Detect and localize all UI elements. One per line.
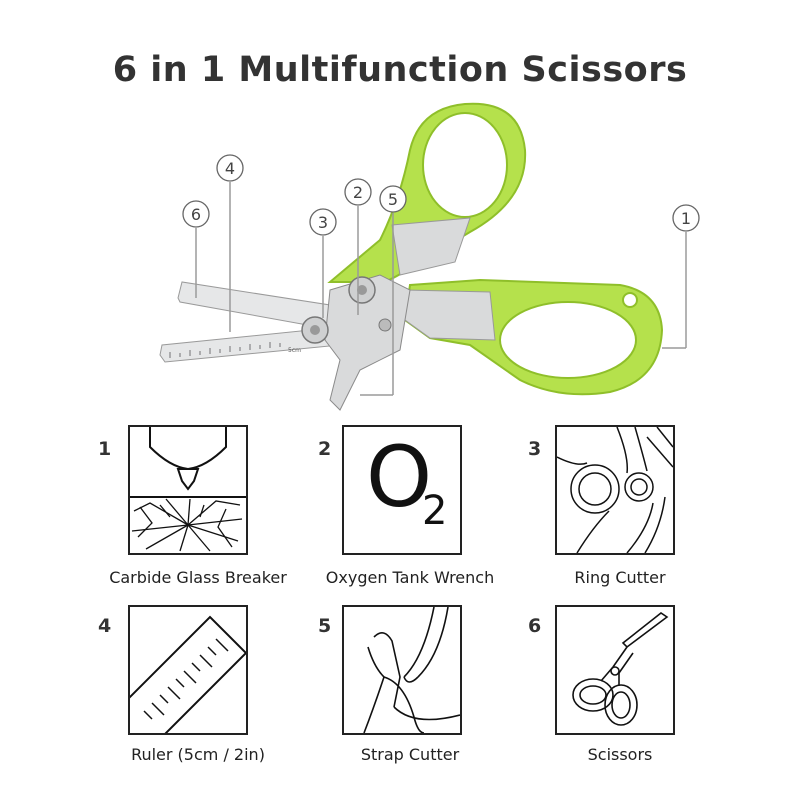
feature-label-1: Carbide Glass Breaker bbox=[109, 568, 287, 587]
o2-letter: O bbox=[366, 428, 433, 526]
callout-lines bbox=[195, 182, 687, 396]
svg-text:2: 2 bbox=[353, 183, 363, 202]
glass-breaker-icon bbox=[128, 425, 248, 555]
ruler-icon bbox=[128, 605, 248, 735]
feature-number-3: 3 bbox=[528, 438, 542, 460]
callout-1: 1 bbox=[672, 204, 700, 232]
ruler-unit-label: 5cm bbox=[288, 347, 301, 354]
callout-3: 3 bbox=[309, 208, 337, 236]
svg-text:1: 1 bbox=[681, 209, 691, 228]
callout-2: 2 bbox=[344, 178, 372, 206]
svg-text:4: 4 bbox=[225, 159, 235, 178]
feature-number-5: 5 bbox=[318, 615, 332, 637]
svg-text:5: 5 bbox=[388, 190, 398, 209]
feature-label-3: Ring Cutter bbox=[574, 568, 666, 587]
callout-4: 4 bbox=[216, 154, 244, 182]
feature-label-4: Ruler (5cm / 2in) bbox=[131, 745, 265, 764]
strap-cutter-icon bbox=[342, 605, 462, 735]
svg-text:3: 3 bbox=[318, 213, 328, 232]
o2-subscript: 2 bbox=[422, 488, 448, 534]
o2-icon: O 2 bbox=[342, 425, 462, 555]
scissors-product-image: 5cm 1 2 3 4 5 6 bbox=[159, 102, 700, 411]
feature-label-2: Oxygen Tank Wrench bbox=[325, 568, 495, 587]
feature-number-2: 2 bbox=[318, 438, 332, 460]
lower-handle bbox=[403, 278, 664, 396]
feature-number-6: 6 bbox=[528, 615, 542, 637]
ruler-ticks bbox=[169, 342, 281, 358]
scissors-icon bbox=[555, 605, 675, 735]
callout-6: 6 bbox=[182, 200, 210, 228]
blades bbox=[159, 274, 411, 411]
page-title: 6 in 1 Multifunction Scissors bbox=[112, 50, 688, 90]
callout-5: 5 bbox=[379, 185, 407, 213]
feature-number-4: 4 bbox=[98, 615, 112, 637]
upper-handle bbox=[327, 102, 527, 283]
feature-number-1: 1 bbox=[98, 438, 112, 460]
feature-label-5: Strap Cutter bbox=[360, 745, 460, 764]
feature-label-6: Scissors bbox=[587, 745, 653, 764]
svg-text:6: 6 bbox=[191, 205, 201, 224]
ring-cutter-icon bbox=[555, 425, 675, 555]
